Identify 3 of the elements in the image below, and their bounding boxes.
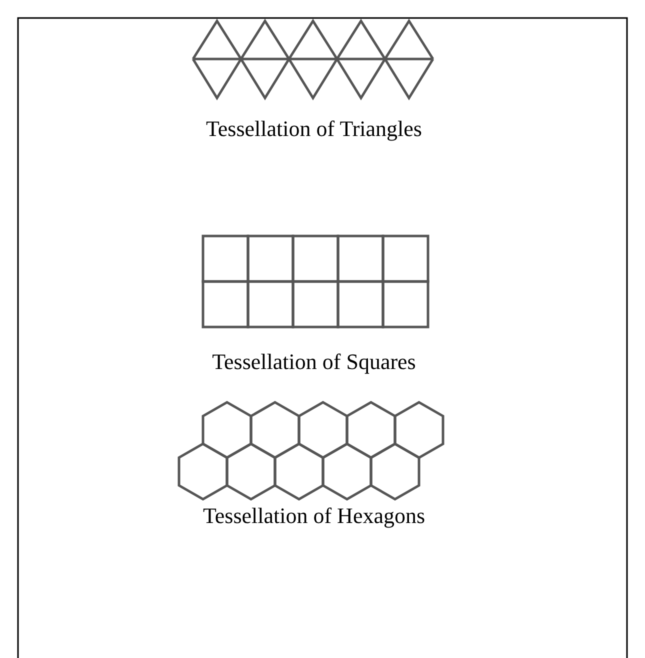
caption: Tessellation of Hexagons [202,503,426,529]
caption: Tessellation of Triangles [206,116,422,142]
caption: Tessellation of Squares [212,349,416,375]
